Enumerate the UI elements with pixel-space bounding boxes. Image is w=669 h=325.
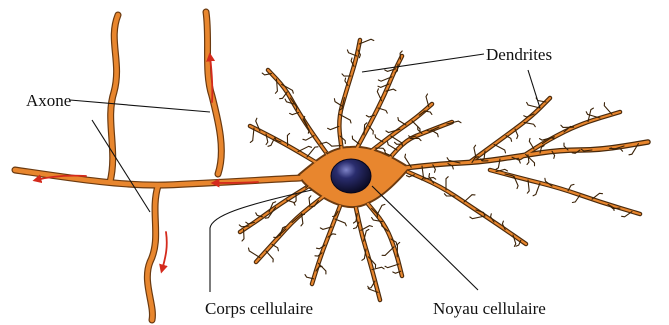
- dendrite-spine: [446, 177, 448, 190]
- dendrite-spine: [272, 244, 278, 250]
- dendrite-spine: [464, 195, 475, 202]
- dendrite-spine: [377, 89, 381, 101]
- leader-cell-body: [210, 190, 312, 292]
- dendrite-spine: [506, 136, 512, 142]
- dendrite-spine: [470, 216, 485, 219]
- leader-dendrites-1: [362, 54, 484, 72]
- leader-dendrites-2: [528, 70, 540, 108]
- dendrite-spine: [385, 264, 399, 268]
- dendrite-spine: [250, 128, 254, 142]
- leader-axon-1: [70, 100, 210, 112]
- dendrite-spine: [280, 92, 288, 99]
- label-dendrites: Dendrites: [486, 45, 552, 64]
- leader-axon-2: [92, 120, 150, 212]
- label-cell-body: Corps cellulaire: [205, 299, 313, 318]
- dendrite-spine: [524, 122, 535, 126]
- dendrite-spine: [572, 195, 580, 203]
- arrow-axon-down: [162, 232, 167, 270]
- dendrite-spine: [378, 108, 387, 113]
- dendrite-spine: [249, 248, 261, 258]
- nucleus: [331, 159, 371, 193]
- dendrite-spine: [592, 193, 603, 199]
- label-axon: Axone: [26, 91, 71, 110]
- dendrite-spine: [426, 94, 429, 107]
- dendrite-spine: [362, 249, 366, 260]
- dendrite-spine: [604, 103, 612, 115]
- dendrite-spine: [335, 219, 346, 226]
- dendrite-spine: [298, 146, 312, 151]
- dendrite-spine: [494, 144, 506, 153]
- dendrite-spine: [377, 204, 385, 215]
- axon-fills: [15, 12, 300, 320]
- dendrite-spine: [369, 126, 374, 134]
- label-nucleus: Noyau cellulaire: [433, 299, 546, 318]
- signal-direction-arrows: [36, 56, 258, 270]
- dendrite-outlines: [240, 40, 648, 300]
- dendrite-spine: [268, 138, 274, 146]
- axon-branches: [15, 12, 300, 320]
- arrow-axon-middle: [214, 182, 258, 183]
- dendrite-spine: [375, 135, 383, 142]
- dendrite-branch: [408, 172, 526, 244]
- dendrite-spine: [382, 247, 394, 256]
- dendrite-spine: [266, 251, 273, 262]
- dendrite-spine: [286, 200, 295, 205]
- dendrite-spine: [529, 138, 534, 149]
- dendrite-spine: [586, 112, 600, 118]
- dendrite-spine: [318, 263, 326, 274]
- dendrite-spine: [303, 136, 314, 141]
- dendrite-branch: [388, 122, 452, 160]
- dendrite-branch-fill: [339, 40, 360, 152]
- dendrite-spine: [398, 118, 406, 126]
- dendrite-spine: [533, 183, 540, 196]
- dendrite-spine: [352, 136, 359, 144]
- dendrite-fills: [240, 40, 648, 300]
- dendrite-spine: [307, 147, 318, 157]
